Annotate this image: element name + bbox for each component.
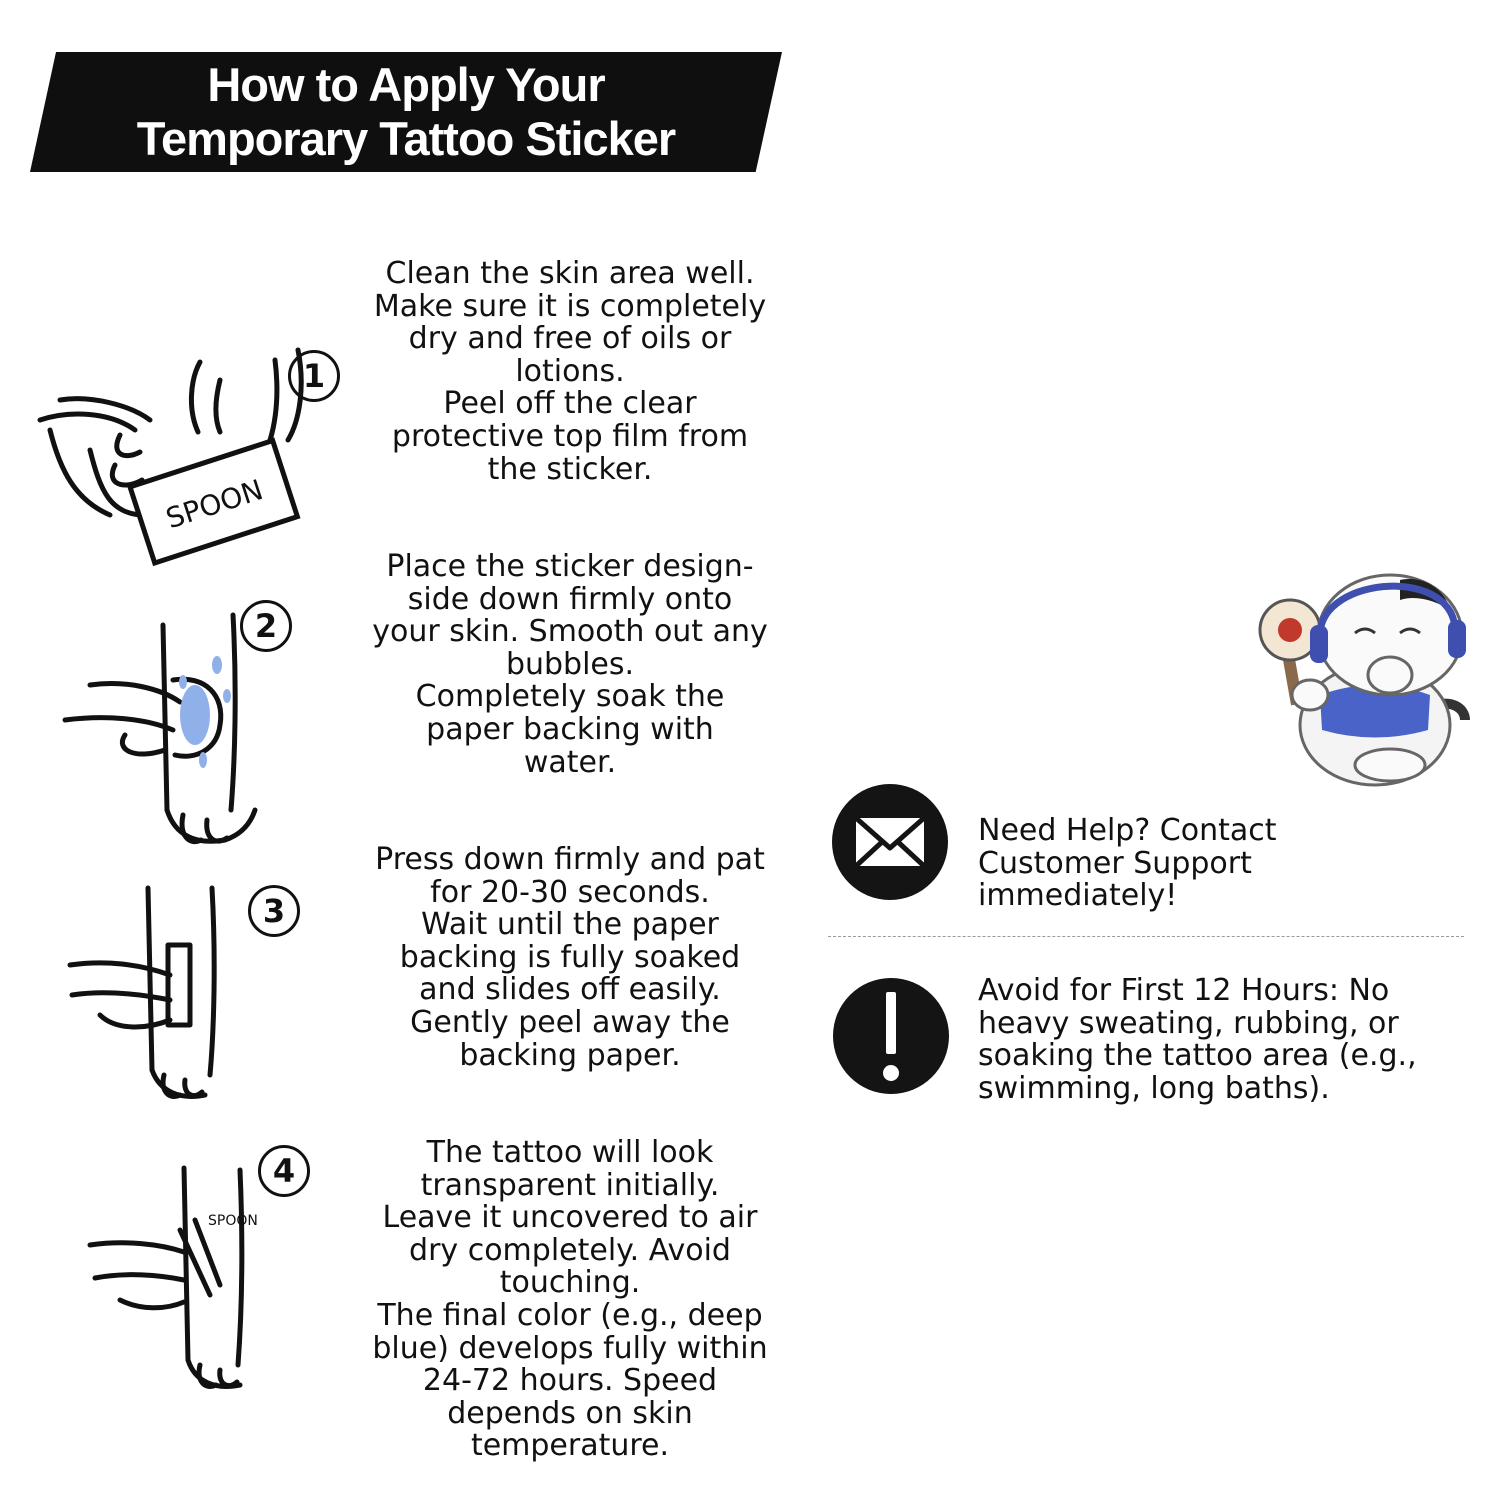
step-3-line: backing is fully soaked	[399, 939, 741, 975]
step-3-line: Press down firmly and pat	[375, 842, 765, 877]
step-3-line: Gently peel away the	[410, 1004, 730, 1040]
step-4-text: The tattoo will look transparent initial…	[332, 1135, 808, 1464]
step-3-illustration	[67, 885, 217, 1099]
help-line: immediately!	[978, 878, 1178, 913]
exclamation-icon	[833, 978, 949, 1094]
step-4-line: transparent initially.	[420, 1167, 720, 1203]
step-2-line: paper backing with	[426, 711, 714, 747]
step-4-line: temperature.	[470, 1428, 670, 1464]
avoid-line: Avoid for First 12 Hours: No	[978, 973, 1390, 1008]
step-1-line: Clean the skin area well.	[385, 256, 755, 291]
envelope-icon	[832, 784, 948, 900]
step-1-illustration: SPOON	[37, 347, 304, 567]
avoid-line: heavy sweating, rubbing, or	[978, 1005, 1399, 1041]
step-2-line: Completely soak the	[415, 679, 725, 715]
step-1-number: 1	[288, 350, 340, 402]
step-2-line: bubbles.	[505, 646, 635, 682]
step-2-line: water.	[523, 744, 617, 780]
step-3-text: Press down firmly and pat for 20-30 seco…	[332, 842, 808, 1073]
step-1-line: the sticker.	[487, 451, 653, 487]
step-4-line: The tattoo will look	[426, 1135, 714, 1170]
help-line: Customer Support	[978, 845, 1252, 881]
page-title: How to Apply Your Temporary Tattoo Stick…	[30, 52, 782, 172]
page-title-line-1: How to Apply Your	[207, 58, 605, 111]
step-3-line: Wait until the paper	[421, 907, 719, 943]
step-3-line: backing paper.	[459, 1037, 681, 1073]
avoid-info-text: Avoid for First 12 Hours: No heavy sweat…	[978, 973, 1498, 1106]
step-4-line: touching.	[499, 1265, 641, 1301]
page-title-line-2: Temporary Tattoo Sticker	[136, 112, 676, 165]
step-3-number: 3	[248, 885, 300, 937]
step-2-line: Place the sticker design-	[386, 549, 754, 584]
help-info-text: Need Help? Contact Customer Support imme…	[978, 813, 1498, 913]
help-line: Need Help? Contact	[978, 813, 1277, 848]
step-2-line: side down firmly onto	[407, 581, 733, 617]
step-1-line: dry and free of oils or	[408, 321, 732, 357]
step-4-line: The final color (e.g., deep	[377, 1297, 763, 1333]
step-4-line: blue) develops fully within	[372, 1330, 768, 1366]
step-1-line: Peel off the clear	[443, 386, 697, 422]
step-2-text: Place the sticker design- side down firm…	[332, 549, 808, 780]
step-4-line: Leave it uncovered to air	[382, 1200, 758, 1236]
step-4-illustration: SPOON	[87, 1165, 258, 1389]
step-1-line: lotions.	[515, 353, 625, 389]
title-banner	[30, 52, 782, 172]
step-1-line: protective top film from	[391, 418, 749, 454]
step-1-line: Make sure it is completely	[373, 288, 767, 324]
step-2-number: 2	[240, 600, 292, 652]
step-4-number: 4	[258, 1145, 310, 1197]
avoid-line: soaking the tattoo area (e.g.,	[978, 1038, 1417, 1073]
step-3-line: for 20-30 seconds.	[430, 874, 710, 910]
avoid-line: swimming, long baths).	[978, 1070, 1330, 1106]
step-2-illustration	[62, 612, 258, 844]
step-4-line: dry completely. Avoid	[409, 1232, 731, 1268]
step-3-line: and slides off easily.	[419, 972, 721, 1008]
step-2-line: your skin. Smooth out any	[372, 614, 768, 650]
step-1-text: Clean the skin area well. Make sure it i…	[332, 256, 808, 487]
mascot-cat-illustration	[1258, 573, 1470, 787]
sticker-label: SPOON	[208, 1213, 258, 1229]
step-4-line: 24-72 hours. Speed	[422, 1363, 718, 1399]
step-4-line: depends on skin	[447, 1395, 693, 1431]
section-divider	[828, 936, 1464, 937]
